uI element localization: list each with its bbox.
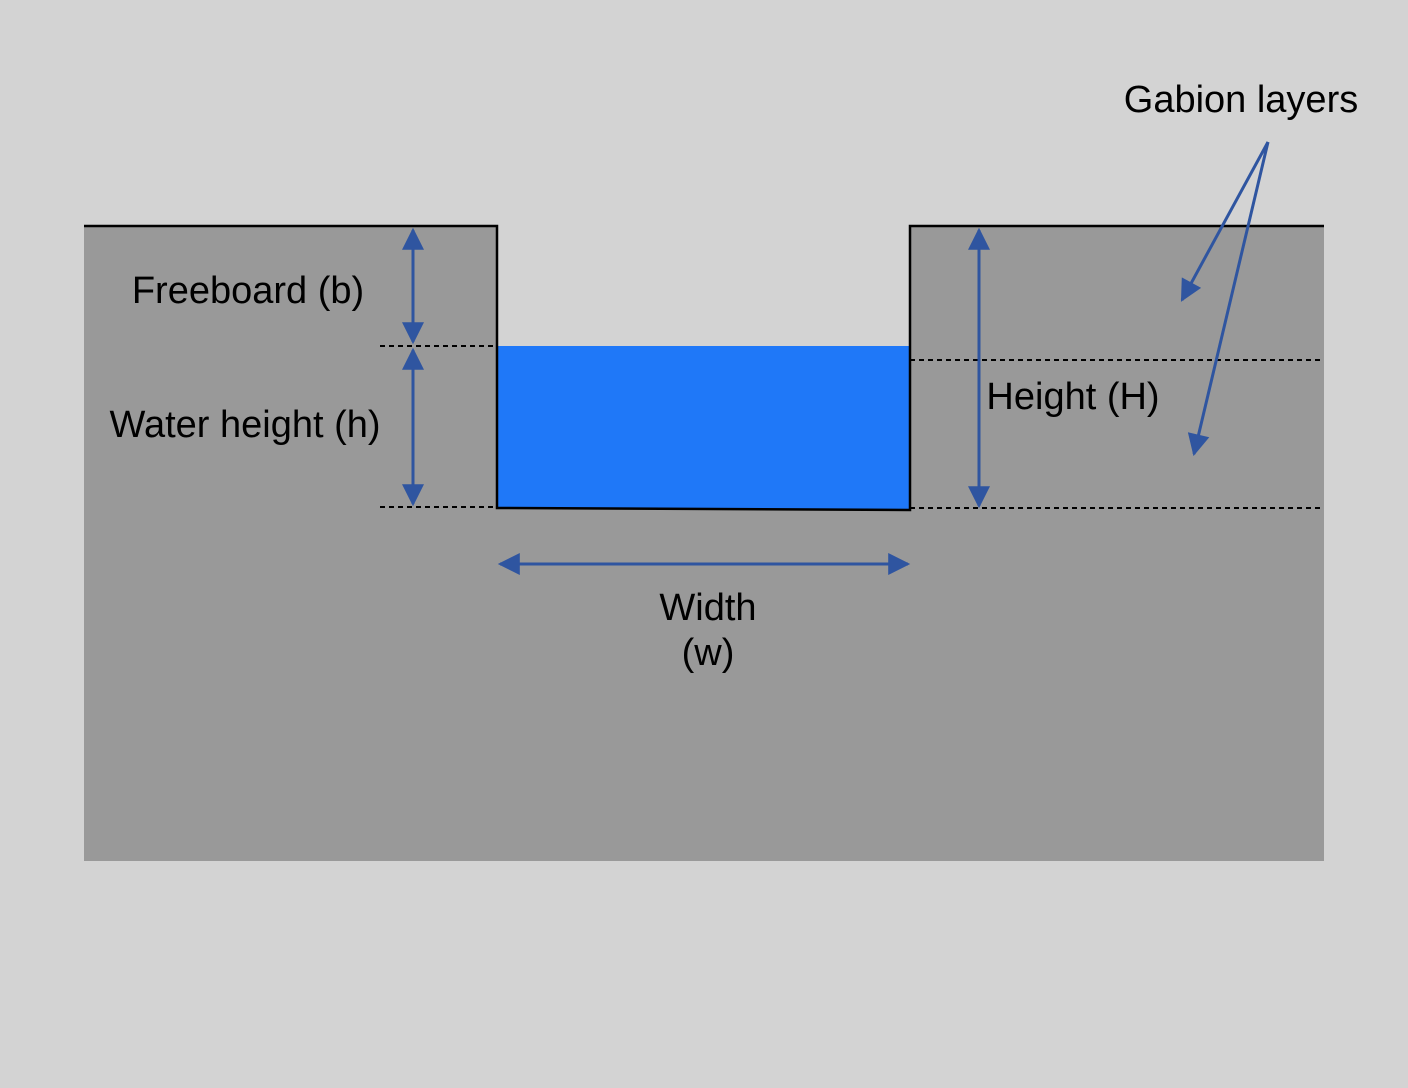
gabion-layers-label: Gabion layers <box>1124 79 1358 121</box>
freeboard-label: Freeboard (b) <box>132 270 364 312</box>
width-label-line1: Width <box>659 587 756 629</box>
water-height-label: Water height (h) <box>109 404 380 446</box>
water-body <box>497 346 910 509</box>
gabion-pointer-arrow-upper <box>1180 141 1270 302</box>
width-label-line2: (w) <box>682 632 735 674</box>
height-label: Height (H) <box>986 376 1159 418</box>
ground-gabion-body <box>84 226 1324 861</box>
channel-outline <box>84 224 1324 512</box>
gabion-pointer-arrow-lower <box>1187 141 1270 457</box>
